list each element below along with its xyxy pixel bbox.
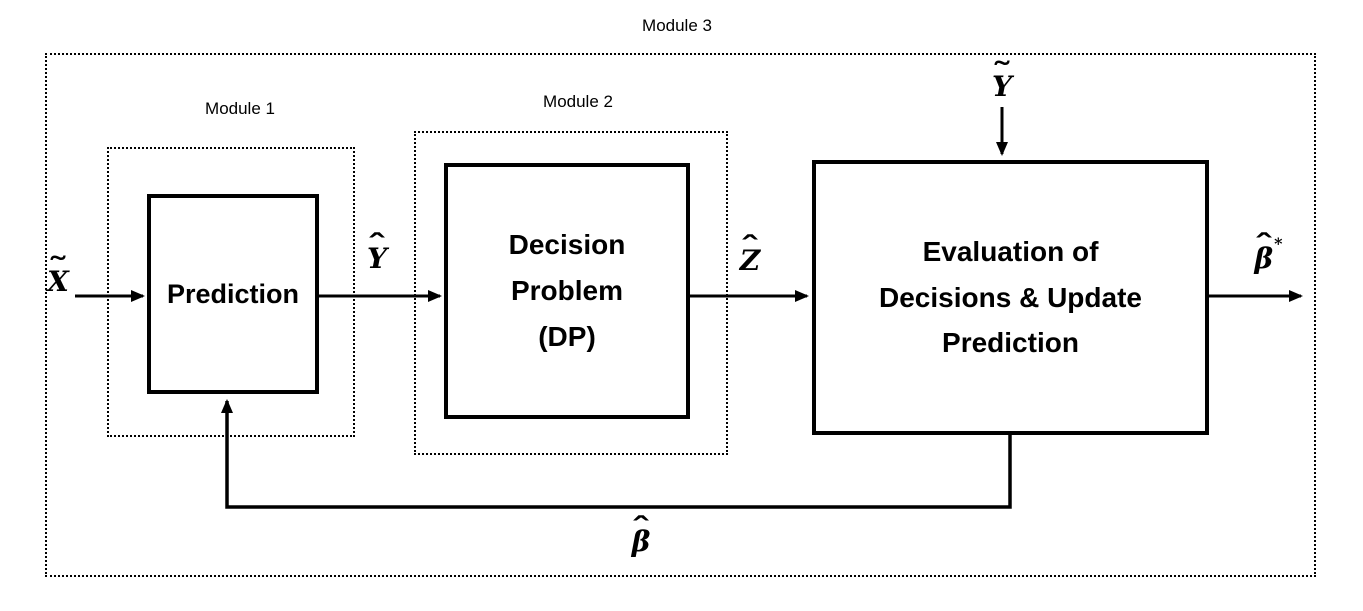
evaluation-line3: Prediction [942,327,1079,359]
hat-accent: ˆ [1253,229,1275,263]
hat-accent: ˆ [739,231,761,265]
hat-accent: ˆ [630,512,652,546]
decision-problem-line2: Problem [510,275,624,307]
prediction-box: Prediction [147,194,319,394]
decision-problem-line1: Decision [508,229,626,261]
evaluation-line2: Decisions & Update [879,281,1142,313]
decision-problem-box: Decision Problem (DP) [444,163,690,419]
module1-boundary [107,147,355,437]
decision-problem-line3: (DP) [538,320,596,352]
prediction-box-label: Prediction [166,278,300,309]
math-x-tilde-label: ˜X [47,252,69,299]
star-superscript: * [1274,234,1283,253]
module2-label: Module 2 [543,92,613,111]
feedback-beta-path [221,399,1012,509]
module3-boundary [45,53,1316,577]
tilde-accent: ˜ [47,252,69,286]
module1-label: Module 1 [205,99,275,118]
module2-boundary [414,131,728,455]
hat-accent: ˆ [366,229,388,263]
math-y-tilde-label: ˜Y [991,57,1013,104]
evaluation-line1: Evaluation of [922,235,1099,267]
evaluation-box: Evaluation of Decisions & Update Predict… [812,160,1209,435]
tilde-accent: ˜ [991,57,1013,91]
module3-label: Module 3 [642,16,712,35]
